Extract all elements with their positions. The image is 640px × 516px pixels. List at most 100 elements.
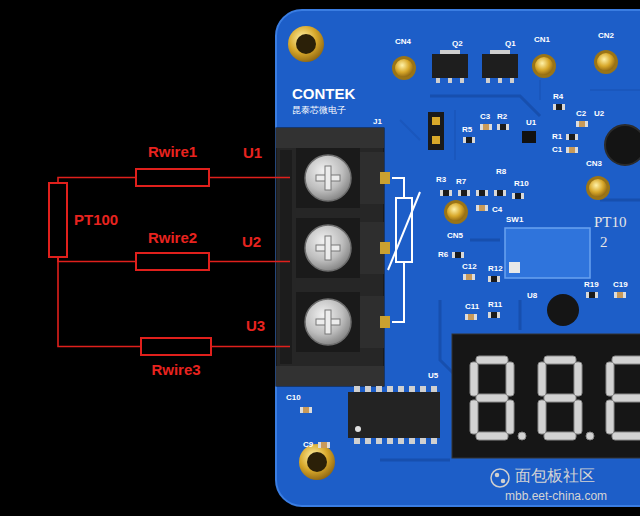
smd-parts [566,134,578,140]
regulator [547,294,579,326]
potentiometer [509,262,520,273]
transistor [482,54,518,78]
terminal-block [325,236,331,260]
transistor [432,50,518,83]
pin-header [586,176,610,200]
pin-header [392,56,416,80]
brand-logo: CONTEK [292,86,355,103]
smd-parts [452,252,464,258]
terminal-block [325,310,331,334]
terminal-block [296,218,390,278]
resistor-label: Rwire2 [148,229,197,246]
silkscreen-label: Q1 [505,40,516,49]
smd-parts [465,314,477,320]
pin-header [594,50,618,74]
silkscreen-label: U8 [527,292,537,301]
smd-parts [463,137,475,143]
lead-wire [210,177,290,179]
smd-parts [586,292,598,298]
watermark: 面包板社区 [515,467,595,485]
ic-chip [387,386,393,392]
smd-parts [440,190,452,196]
silkscreen-label: U5 [428,372,438,381]
transistor [436,78,440,83]
smd-parts [480,124,492,130]
smd-parts [566,147,578,153]
ic-chip [409,438,415,444]
terminal-block [305,155,351,201]
pin-header [392,50,618,224]
watermark-icon [491,469,509,487]
terminal-block [296,292,360,352]
terminal-block [305,299,351,345]
smd-parts [300,407,312,413]
pin-header [444,200,468,224]
smd-parts [463,274,475,280]
terminal-label: U3 [246,318,265,335]
silkscreen-label: C2 [576,110,586,119]
lead-wire [58,258,140,347]
ic-chip [365,386,371,392]
silkscreen-label: CN1 [534,36,550,45]
terminal-block [276,366,384,386]
mounting-hole [288,26,324,62]
lead-wire [212,346,290,348]
smd-parts [476,190,488,196]
silkscreen-label: CN3 [586,160,602,169]
thermistor-symbol [388,192,420,270]
terminal-block [325,166,331,190]
ic-chip [431,386,437,392]
resistor-box: Rwire1 [135,168,210,187]
resistor-label: Rwire1 [148,143,197,160]
transistor [432,54,468,78]
seven-segment-display [606,356,640,440]
silkscreen-label: R2 [497,113,507,122]
seven-segment-display [538,356,594,440]
smd-parts [318,442,330,448]
smd-parts [476,205,488,211]
silkscreen-label: R11 [488,301,502,310]
resistor-label: PT100 [74,211,118,228]
silkscreen-label: R8 [496,168,506,177]
watermark-icon [496,474,499,477]
terminal-block [276,128,384,148]
silkscreen-label: Q2 [452,40,463,49]
watermark-icon [491,469,509,487]
silkscreen-label: R1 [552,133,562,142]
ic-chip [376,438,382,444]
terminal-block [280,150,292,364]
terminal-block [380,172,390,184]
terminal-block [305,225,351,271]
silkscreen-label: J1 [373,118,382,127]
brand-name: 昆泰芯微电子 [292,106,346,116]
silkscreen-label: C11 [465,303,479,312]
ic-chip [376,386,382,392]
transistor [486,78,490,83]
terminal-block [380,316,390,328]
pin-header [432,136,440,144]
ic-chip [420,438,426,444]
resistor-label: Rwire3 [151,361,200,378]
terminal-block [276,128,384,386]
silkscreen-label: C9 [303,441,313,450]
silkscreen-label: C4 [492,206,502,215]
pin-header [428,112,444,150]
silkscreen-label: C19 [613,281,628,290]
silkscreen-label: C12 [462,263,477,272]
silkscreen-label: U1 [526,119,536,128]
watermark: mbb.eet-china.com [505,490,607,503]
ic-chip [355,426,361,432]
silkscreen-label: R5 [462,126,472,135]
pcb-board [276,10,640,506]
smd-parts [494,190,506,196]
silkscreen-label: C1 [552,146,562,155]
watermark-icon [502,480,505,483]
ic-chip [348,392,440,438]
terminal-block [296,148,360,208]
ic-chip [387,438,393,444]
silkscreen-label: R10 [514,180,529,189]
ic-chip [354,438,360,444]
ic-chip [348,386,440,444]
ic-chip [420,386,426,392]
